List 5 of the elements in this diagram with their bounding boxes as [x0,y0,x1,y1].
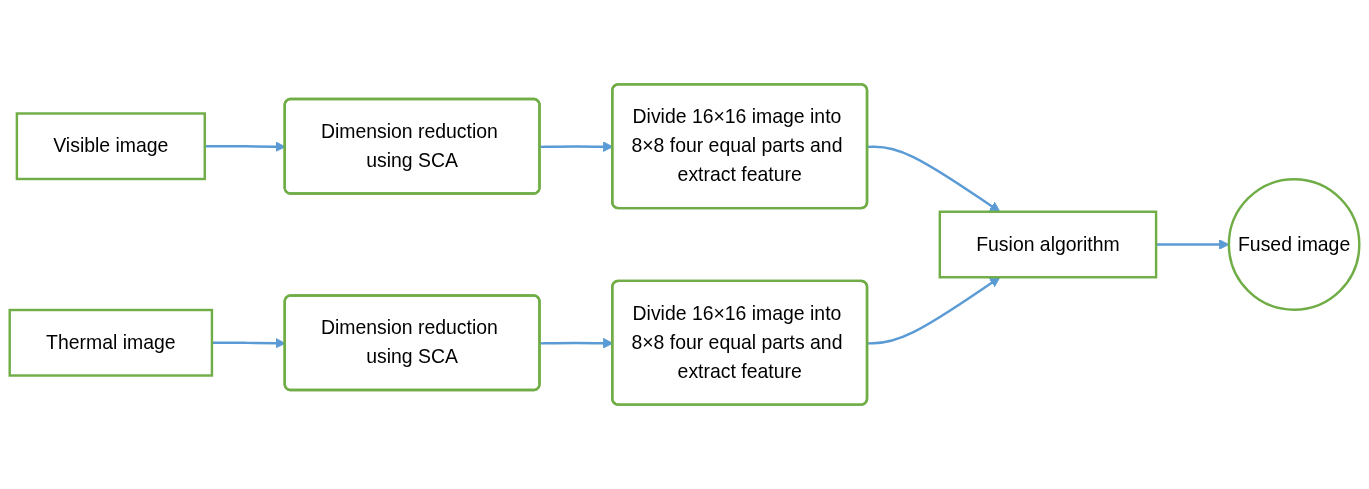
arrow [1156,239,1230,250]
node-box: Visible image [15,112,206,181]
node-circle: Fused image [1227,178,1361,311]
node-box: Thermal image [8,308,214,377]
node-box: Fusion algorithm [938,210,1158,279]
